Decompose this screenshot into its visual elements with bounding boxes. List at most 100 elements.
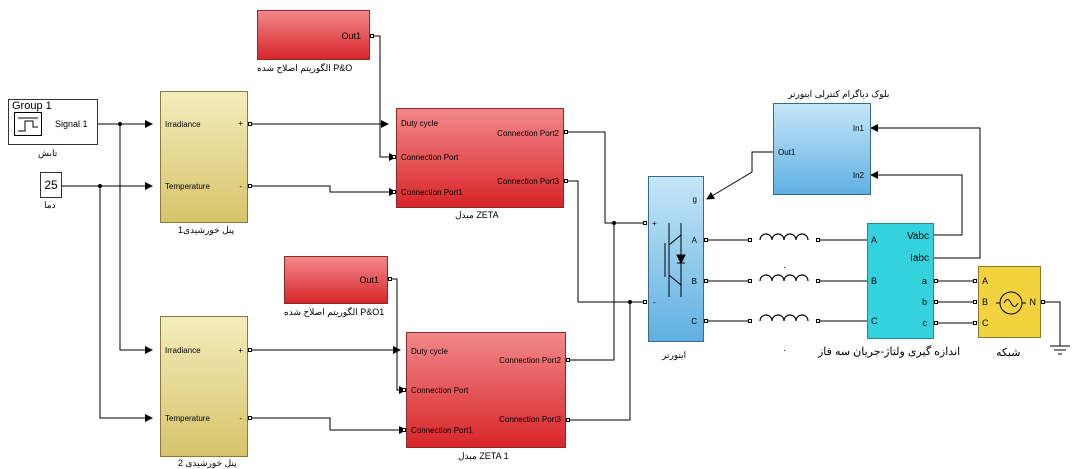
control-out1-label: Out1 xyxy=(778,148,796,157)
port-marker xyxy=(564,179,568,183)
wire-zeta2-port2 xyxy=(570,223,615,361)
port-marker xyxy=(402,388,406,392)
zeta1-conn-port-label: Connection Port xyxy=(401,153,459,162)
pv2-plus-label: + xyxy=(238,346,243,355)
po-top-out-label: Out1 xyxy=(341,31,361,41)
igbt-icon xyxy=(664,223,686,297)
wire-ground xyxy=(1041,301,1061,346)
port-marker xyxy=(934,321,938,325)
port-marker xyxy=(566,358,570,362)
wire-irradiance-bottom xyxy=(119,124,153,354)
wire-vabc-feedback xyxy=(870,171,963,236)
signal-builder-group-label: Group 1 xyxy=(12,100,52,112)
three-phase-grid-block[interactable]: A B C N xyxy=(978,266,1041,338)
grid-N-label: N xyxy=(1029,297,1037,307)
grid-B-label: B xyxy=(982,297,989,307)
inverter-block[interactable]: g + - A B C xyxy=(648,176,704,342)
zeta1-conn-port1-label: Connection Port1 xyxy=(401,188,463,197)
solar-panel-bottom-block[interactable]: Irradiance Temperature + - xyxy=(160,316,248,457)
zeta-bottom-caption: مبدل ZETA 1 xyxy=(458,451,509,461)
inverter-caption: اینورتر xyxy=(662,350,687,360)
meas-B-label: B xyxy=(871,276,878,286)
zeta1-duty-label: Duty cycle xyxy=(401,119,438,128)
port-marker xyxy=(248,416,252,420)
measurement-caption: اندازه گیری ولتاژ-جریان سه فاز xyxy=(818,346,961,358)
wire-po2-out xyxy=(388,278,407,394)
port-marker xyxy=(1041,300,1045,304)
wire-zeta1-port3 xyxy=(568,180,643,303)
solar-panel-top-block[interactable]: Irradiance Temperature + - xyxy=(160,91,248,223)
wire-control-to-gate xyxy=(706,151,773,200)
port-marker xyxy=(748,238,752,242)
wire-iabc-feedback xyxy=(870,124,981,259)
pv2-temperature-label: Temperature xyxy=(165,414,210,423)
inductor-a xyxy=(759,233,809,241)
ground-symbol xyxy=(1050,345,1070,355)
port-marker xyxy=(392,190,396,194)
port-marker xyxy=(816,279,820,283)
zeta2-conn-port1-label: Connection Port1 xyxy=(411,426,473,435)
port-marker xyxy=(704,319,708,323)
zeta2-conn-port3-label: Connection Port3 xyxy=(499,415,561,424)
port-marker xyxy=(748,319,752,323)
signal-builder-icon xyxy=(14,112,42,136)
pv1-plus-label: + xyxy=(238,119,243,128)
zeta2-duty-label: Duty cycle xyxy=(411,347,448,356)
inductor-coils xyxy=(759,233,809,322)
control-in1-label: In1 xyxy=(852,124,864,133)
inverter-b-label: B xyxy=(691,277,697,286)
port-marker xyxy=(392,155,396,159)
inverter-control-block[interactable]: Out1 In1 In2 xyxy=(773,103,871,195)
po-algorithm-bottom-block[interactable]: Out1 xyxy=(284,256,388,304)
inductor-c-dot: · xyxy=(783,345,786,355)
junction-dot xyxy=(628,300,632,304)
port-marker xyxy=(816,238,820,242)
port-marker xyxy=(402,428,406,432)
meas-iabc-label: Iabc xyxy=(910,253,929,264)
port-marker xyxy=(704,238,708,242)
meas-c-label: c xyxy=(922,318,928,328)
junction-dot xyxy=(98,184,102,188)
solar-panel-bottom-caption: پنل خورشیدی 2 xyxy=(178,458,237,468)
port-marker xyxy=(973,321,977,325)
zeta-converter-top-block[interactable]: Duty cycle Connection Port Connection Po… xyxy=(396,108,564,208)
control-in2-label: In2 xyxy=(852,171,864,180)
port-marker xyxy=(934,279,938,283)
wire-pv1-minus xyxy=(248,185,397,196)
inverter-control-caption: بلوک دیاگرام کنترلی اینورتر xyxy=(788,89,890,99)
port-marker xyxy=(748,279,752,283)
port-marker xyxy=(934,300,938,304)
signal-builder-signal-label: Signal 1 xyxy=(55,119,88,129)
port-marker xyxy=(248,184,252,188)
junction-dot xyxy=(612,221,616,225)
zeta2-conn-port2-label: Connection Port2 xyxy=(499,356,561,365)
inductor-b-dot: · xyxy=(783,262,786,272)
temperature-constant-caption: دما xyxy=(44,200,56,210)
po-top-caption: الگوریتم اصلاح شده P&O xyxy=(257,63,353,73)
zeta1-conn-port3-label: Connection Port3 xyxy=(497,177,559,186)
zeta-converter-bottom-block[interactable]: Duty cycle Connection Port Connection Po… xyxy=(406,332,566,448)
inverter-plus-label: + xyxy=(652,219,657,228)
po-algorithm-top-block[interactable]: Out1 xyxy=(257,10,370,60)
pv2-minus-label: - xyxy=(239,414,242,423)
zeta1-conn-port2-label: Connection Port2 xyxy=(497,129,559,138)
signal-builder-caption: تابش xyxy=(38,148,58,158)
temperature-constant-block[interactable]: 25 xyxy=(40,172,62,198)
port-marker xyxy=(704,279,708,283)
inverter-c-label: C xyxy=(691,317,697,326)
signal-builder-block[interactable]: Group 1 Signal 1 xyxy=(8,99,98,145)
port-marker xyxy=(564,130,568,134)
solar-panel-top-caption: پنل خورشیدی1 xyxy=(178,225,235,235)
po-bottom-caption: الگوریتم اصلاح شده P&O1 xyxy=(284,307,385,317)
port-marker xyxy=(973,300,977,304)
zeta-top-caption: مبدل ZETA xyxy=(455,210,499,220)
port-marker xyxy=(816,319,820,323)
port-marker xyxy=(248,122,252,126)
wire-temperature-bottom xyxy=(99,186,153,422)
temperature-constant-value: 25 xyxy=(44,178,58,192)
pv1-temperature-label: Temperature xyxy=(165,182,210,191)
port-marker xyxy=(566,418,570,422)
voltage-current-measurement-block[interactable]: A B C Vabc Iabc a b c xyxy=(867,223,934,339)
wire-zeta2-port3 xyxy=(570,302,631,421)
